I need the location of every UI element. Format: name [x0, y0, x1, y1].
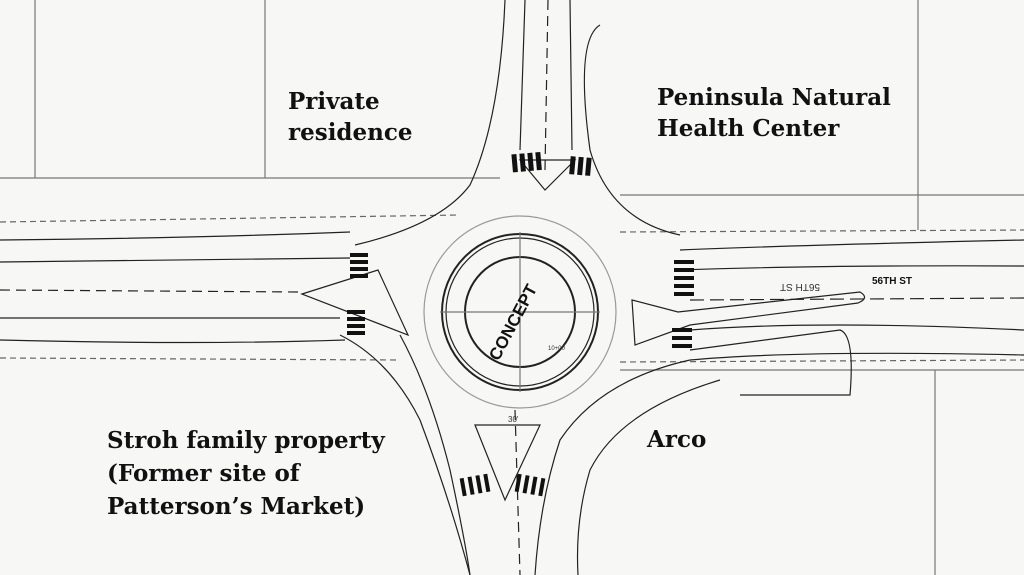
label-health-center: Peninsula Natural Health Center [657, 82, 891, 144]
label-line: (Former site of [107, 460, 300, 487]
label-line: Stroh family property [107, 427, 385, 454]
street-label-56th: 56TH ST [872, 276, 912, 287]
crosswalk-east-south [672, 328, 692, 348]
street-label-mirrored: 56TH ST [780, 281, 820, 292]
label-private-residence: Private residence [288, 86, 413, 148]
label-line: Peninsula Natural [657, 84, 891, 111]
label-line: Health Center [657, 115, 840, 142]
crosswalk-west-north [350, 253, 368, 278]
crosswalk-north-east [569, 156, 592, 176]
label-stroh-property: Stroh family property (Former site of Pa… [107, 424, 385, 523]
dimension-label: 30' [508, 415, 519, 424]
label-line: Private [288, 88, 380, 115]
label-arco: Arco [647, 426, 707, 453]
crosswalk-west-south [347, 310, 365, 335]
crosswalk-south-east [514, 473, 546, 497]
crosswalk-north-west [511, 151, 542, 173]
label-line: residence [288, 119, 413, 146]
label-line: Patterson’s Market) [107, 493, 366, 520]
concept-stamp: CONCEPT [485, 281, 541, 364]
crosswalk-south-west [459, 473, 491, 497]
station-label: 10+00 [548, 346, 566, 352]
crosswalk-east-north [674, 260, 694, 296]
